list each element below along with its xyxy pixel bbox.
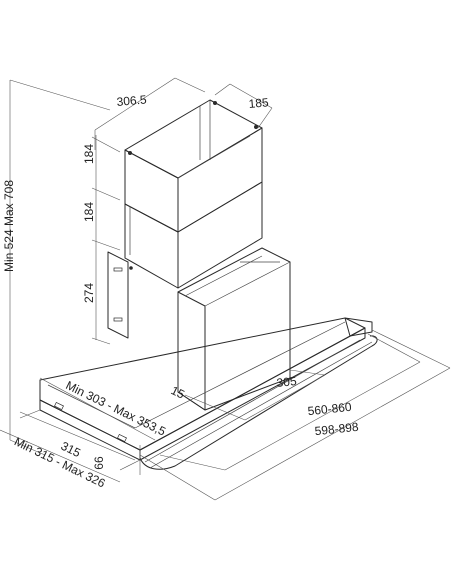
chimney-middle-section bbox=[124, 181, 263, 289]
canopy-height-label: 66 bbox=[92, 456, 106, 470]
bracket-width-dimension-lines bbox=[184, 369, 326, 421]
chimney-width-dimension-lines bbox=[214, 83, 273, 129]
width-dimension-lines bbox=[139, 329, 451, 501]
hood-canopy bbox=[39, 317, 373, 461]
wall-bracket bbox=[107, 251, 133, 339]
lower-section-height-label: 274 bbox=[82, 283, 96, 303]
chimney-depth-label: 306.5 bbox=[116, 92, 147, 109]
bracket-width-label: 305 bbox=[276, 374, 298, 390]
glass-front-panel bbox=[139, 335, 378, 470]
inner-width-range-label: 560-860 bbox=[307, 400, 353, 419]
depth-dimension-lines bbox=[0, 377, 156, 483]
outer-width-range-label: 598-898 bbox=[314, 420, 360, 439]
chimney-width-label: 185 bbox=[248, 95, 269, 111]
section-height-dimension-lines bbox=[91, 135, 121, 345]
chimney-upper-section bbox=[124, 99, 263, 233]
total-height-dimension-lines bbox=[9, 79, 111, 456]
middle-section-height-label: 184 bbox=[82, 202, 96, 222]
wall-bracket-offset-label: 15 bbox=[169, 383, 187, 402]
upper-section-height-label: 184 bbox=[82, 144, 96, 164]
chimney-lower-section bbox=[177, 247, 291, 411]
total-height-label: Min 524 Max 708 bbox=[2, 180, 16, 272]
chimney-depth-dimension-lines bbox=[94, 77, 206, 150]
